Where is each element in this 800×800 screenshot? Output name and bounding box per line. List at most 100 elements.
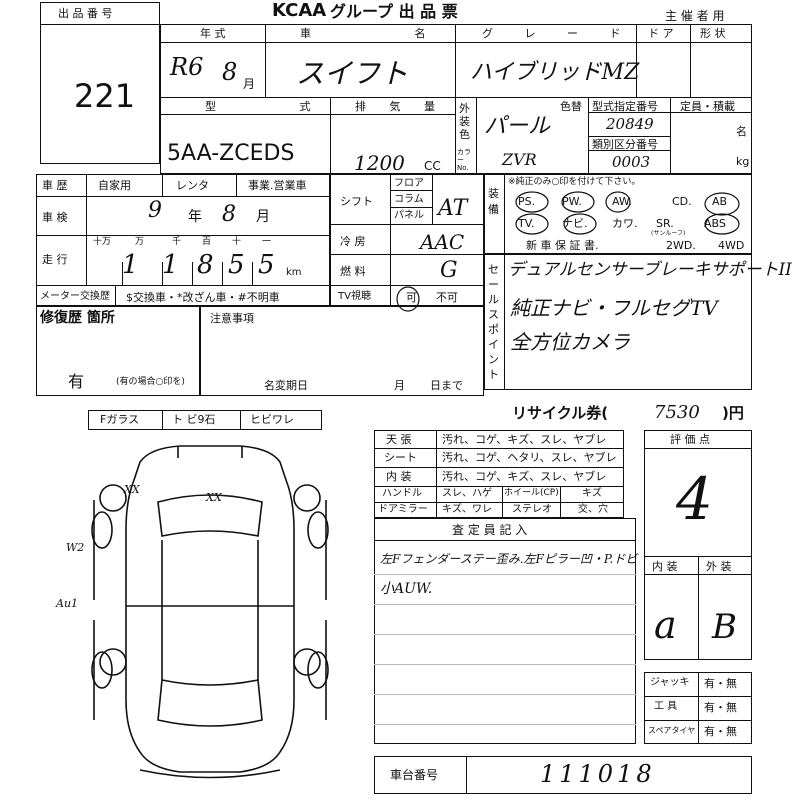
jack-value: 有・無 xyxy=(704,677,737,690)
equip-sr: SR. xyxy=(656,217,674,230)
history-table xyxy=(36,174,330,306)
sales-point-line-2: 純正ナビ・フルセグTV xyxy=(510,296,718,320)
digit-label-100: 百 xyxy=(202,237,212,247)
engine-unit: CC xyxy=(424,159,441,173)
handle-label: ハンドル xyxy=(382,488,422,499)
digit-label-1k: 千 xyxy=(172,237,182,247)
score-value: 4 xyxy=(676,465,713,533)
meter-exchange-label: メーター交換歴 xyxy=(40,291,110,302)
type-no-value: 20849 xyxy=(606,115,654,133)
digit-label-10k: 万 xyxy=(135,237,145,247)
equip-leather: カワ. xyxy=(612,217,638,230)
kcaa-logo: KCAA xyxy=(272,0,327,21)
month-value: 8 xyxy=(222,58,238,86)
type-no-label: 型式指定番号 xyxy=(592,100,658,113)
grade-value: ハイブリッドMZ xyxy=(470,60,640,85)
chassis-value: 111018 xyxy=(540,760,656,788)
tv-yes: 可 xyxy=(406,291,417,304)
mileage-digit-10: 5 xyxy=(258,250,275,280)
equip-ab: AB xyxy=(712,195,728,208)
lot-number-label: 出 品 番 号 xyxy=(58,7,113,20)
sunroof-note: (サンルーフ) xyxy=(651,230,686,237)
history-option-business: 事業.営業車 xyxy=(248,179,307,192)
spare-value: 有・無 xyxy=(704,725,737,738)
recycle-value: 7530 xyxy=(654,402,700,423)
equip-abs: ABS xyxy=(704,217,726,230)
mirror-label: ドアミラー xyxy=(378,504,428,515)
equip-4wd: 4WD xyxy=(718,239,745,252)
sales-point-label: セールスポイント xyxy=(488,263,499,381)
equip-tv: TV. xyxy=(518,217,535,230)
lot-number-value: 221 xyxy=(74,77,136,115)
shift-label: シフト xyxy=(340,195,373,208)
recycle-unit: )円 xyxy=(722,404,744,422)
organizer-label: 主 催 者 用 xyxy=(665,9,725,23)
interior-label: 内 装 xyxy=(386,470,412,483)
drivetrain-table xyxy=(330,174,484,306)
exterior-color-value: パール xyxy=(484,114,551,139)
handle-desc: スレ、ハゲ xyxy=(442,488,492,499)
vehicle-info-table xyxy=(160,24,752,174)
aircon-value: AAC xyxy=(420,230,465,254)
door-label: ド ア xyxy=(648,27,674,40)
ceiling-desc: 汚れ、コゲ、キズ、スレ、ヤブレ xyxy=(442,433,607,446)
mileage-unit: km xyxy=(286,267,302,278)
equip-warranty: 新 車 保 証 書. xyxy=(526,239,599,252)
capacity-unit-kg: kg xyxy=(736,155,750,168)
inspection-label: 車 検 xyxy=(42,211,68,224)
aircon-label: 冷 房 xyxy=(340,235,366,248)
shift-option-panel: パネル xyxy=(394,210,424,221)
score-exterior-value: B xyxy=(712,607,737,647)
glass-crack: ヒビワレ xyxy=(250,413,294,426)
mileage-label: 走 行 xyxy=(42,253,68,266)
equip-navi: ナビ. xyxy=(562,217,588,230)
color-code-value: ZVR xyxy=(502,150,537,169)
year-label: 年 式 xyxy=(200,27,226,40)
digit-label-10: 十 xyxy=(232,237,242,247)
repair-note: (有の場合○印を) xyxy=(116,377,185,387)
car-name-label: 車 名 xyxy=(300,27,476,40)
equip-cd: CD. xyxy=(672,195,692,208)
color-no-label: カラーNo. xyxy=(457,148,471,172)
notes-box xyxy=(200,306,484,396)
form-title: グループ 出 品 票 xyxy=(330,2,458,21)
inspector-line-2: 小AUW. xyxy=(380,581,433,597)
score-exterior-label: 外 装 xyxy=(706,560,732,573)
equip-ps: PS. xyxy=(518,195,536,208)
mileage-digit-100: 5 xyxy=(228,250,245,280)
meter-notes: $交換車・*改ざん車・#不明車 xyxy=(126,291,280,304)
history-label: 車 歴 xyxy=(42,179,68,192)
inspection-year-value: 9 xyxy=(148,198,162,223)
lot-number-box xyxy=(40,2,160,164)
equipment-note: ※純正のみ○印を付けて下さい。 xyxy=(508,177,641,187)
equipment-table xyxy=(484,174,752,254)
model-value: 5AA-ZCEDS xyxy=(167,141,295,166)
equipment-circles xyxy=(515,191,740,235)
wheel-label: ホイール(CP) xyxy=(504,488,559,498)
grade-label: グ レ ー ド xyxy=(482,27,635,40)
glass-box xyxy=(88,410,322,430)
fuel-label: 燃 料 xyxy=(340,265,366,278)
chassis-box xyxy=(374,756,752,794)
exterior-color-label: 外装色 xyxy=(459,102,470,141)
engine-label: 排 気 量 xyxy=(355,100,445,113)
shift-value: AT xyxy=(438,196,468,221)
month-unit: 月 xyxy=(243,77,256,91)
class-no-value: 0003 xyxy=(612,153,651,171)
seat-label: シート xyxy=(384,451,417,464)
recycle-label: リサイクル券( xyxy=(512,404,609,422)
inspector-box xyxy=(374,518,636,744)
ceiling-label: 天 張 xyxy=(386,433,412,446)
wheel-desc: キズ xyxy=(582,488,602,499)
repair-label: 修復歴 箇所 xyxy=(40,310,115,326)
stereo-label: ステレオ xyxy=(512,504,552,515)
car-name-value: スイフト xyxy=(296,57,409,90)
condition-table xyxy=(374,430,624,518)
jack-label: ジャッキ xyxy=(650,677,690,688)
repair-value: 有 xyxy=(68,372,85,391)
class-no-label: 類別区分番号 xyxy=(592,138,658,151)
shift-option-floor: フロア xyxy=(394,178,424,189)
fuel-value: G xyxy=(440,258,458,283)
score-interior-label: 内 装 xyxy=(652,560,678,573)
equip-aw: AW. xyxy=(612,195,633,208)
